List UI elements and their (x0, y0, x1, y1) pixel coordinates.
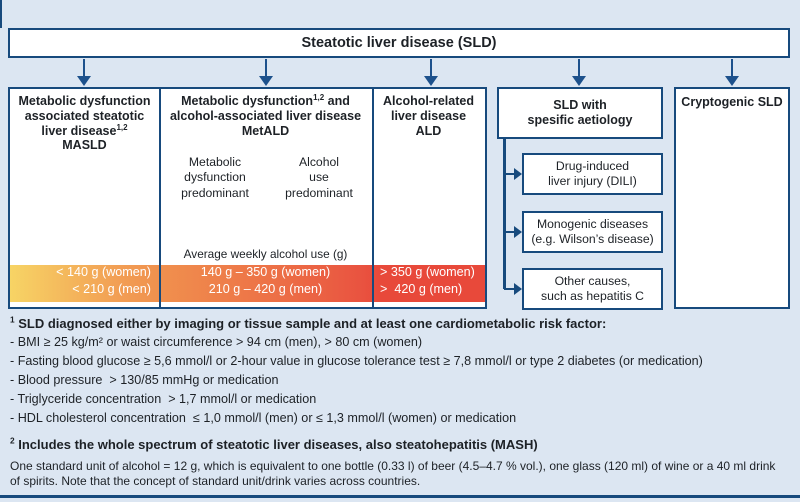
label-line: predominant (181, 185, 249, 200)
item-line: (e.g. Wilson’s disease) (531, 232, 654, 246)
metald-alcohol-range: 140 g – 350 g (women) 210 g – 420 g (men… (159, 264, 372, 299)
item-line: such as hepatitis C (541, 289, 644, 303)
item-line: liver injury (DILI) (548, 174, 637, 188)
footnote-text: Includes the whole spectrum of steatotic… (18, 437, 538, 452)
title-line: liver disease1,2 (10, 122, 159, 139)
column-divider (372, 89, 374, 307)
risk-factor-item: - HDL cholesterol concentration ≤ 1,0 mm… (10, 411, 517, 425)
connector-line (503, 139, 506, 289)
right-arrow-icon (504, 168, 522, 180)
title-line: associated steatotic (24, 108, 145, 123)
title-line: Metabolic dysfunction1,2 and (159, 92, 372, 109)
arrow-stem (504, 172, 515, 176)
alcohol-axis-label: Average weekly alcohol use (g) (183, 247, 348, 261)
metabolic-predominant-label: Metabolic dysfunction predominant (169, 155, 261, 201)
footnote-marker: 1 (10, 314, 15, 325)
masld-alcohol-range: < 140 g (women) < 210 g (men) (10, 264, 151, 299)
right-arrow-icon (504, 226, 522, 238)
arrow-stem (429, 59, 433, 77)
arrow-head (514, 226, 522, 238)
aetiology-box: SLD with spesific aetiology (497, 87, 663, 139)
title-line: Metabolic dysfunction (18, 94, 151, 108)
main-row: Metabolic dysfunction associated steatot… (8, 87, 487, 309)
arrow-stem (504, 287, 515, 291)
column-divider (159, 89, 161, 307)
label-line: use (309, 170, 329, 185)
arrow-head (514, 168, 522, 180)
masld-abbr: MASLD (62, 138, 107, 153)
alcohol-predominant-label: Alcohol use predominant (276, 155, 362, 201)
ald-abbr: ALD (415, 123, 442, 138)
arrow-stem (264, 59, 268, 77)
footnotes: 1 SLD diagnosed either by imaging or tis… (10, 316, 792, 488)
title-line: liver disease (390, 108, 467, 123)
risk-factor-item: - Fasting blood glucose ≥ 5,6 mmol/l or … (10, 354, 703, 368)
title-line: Alcohol-related (383, 94, 474, 108)
standard-unit-note: One standard unit of alcohol = 12 g, whi… (10, 459, 776, 488)
title-line: SLD with (553, 98, 607, 112)
arrow-stem (730, 59, 734, 77)
footnote-1: 1 SLD diagnosed either by imaging or tis… (10, 316, 792, 331)
arrow-stem (82, 59, 86, 77)
item-line: Monogenic diseases (536, 217, 649, 232)
bottom-rule (0, 495, 800, 498)
masld-title: Metabolic dysfunction associated steatot… (10, 94, 159, 153)
root-title: Steatotic liver disease (SLD) (301, 35, 497, 51)
footnote-2: 2 Includes the whole spectrum of steatot… (10, 437, 792, 452)
range-men: > 420 g (men) (380, 282, 463, 297)
footnote-marker: 2 (10, 435, 15, 446)
label-line: predominant (285, 185, 353, 200)
risk-factor-item: - Blood pressure > 130/85 mmHg or medica… (10, 373, 279, 387)
metald-title: Metabolic dysfunction1,2 and alcohol-ass… (159, 92, 372, 138)
arrow-head (424, 76, 438, 86)
title-text: and (324, 94, 350, 108)
arrow-head (572, 76, 586, 86)
range-women: 140 g – 350 g (women) (200, 264, 331, 279)
cryptogenic-title: Cryptogenic SLD (681, 95, 783, 109)
metald-subtypes: Metabolic dysfunction predominant Alcoho… (159, 155, 372, 201)
metald-abbr: MetALD (241, 123, 290, 138)
arrow-head (725, 76, 739, 86)
footnote-text: SLD diagnosed either by imaging or tissu… (18, 316, 607, 331)
ald-alcohol-range: > 350 g (women) > 420 g (men) (380, 264, 485, 299)
label-line: dysfunction (184, 170, 246, 185)
root-box: Steatotic liver disease (SLD) (8, 28, 790, 58)
risk-factor-list: - BMI ≥ 25 kg/m² or waist circumference … (10, 333, 792, 428)
footnote-marker: 1,2 (116, 122, 128, 132)
arrow-head (259, 76, 273, 86)
footnote-marker: 1,2 (313, 92, 325, 102)
down-arrow-icon (424, 59, 438, 86)
title-line: spesific aetiology (527, 113, 633, 127)
cryptogenic-box: Cryptogenic SLD (674, 87, 790, 309)
title-text: Metabolic dysfunction (181, 94, 314, 108)
label-line: Alcohol (299, 155, 339, 169)
range-men: < 210 g (men) (72, 282, 151, 297)
arrow-head (514, 283, 522, 295)
item-line: Drug-induced (555, 159, 630, 174)
alcohol-gradient-bar (10, 265, 485, 302)
right-arrow-icon (504, 283, 522, 295)
label-line: Metabolic (188, 155, 242, 169)
down-arrow-icon (725, 59, 739, 86)
arrow-stem (577, 59, 581, 77)
ald-title: Alcohol-related liver disease ALD (372, 94, 485, 138)
arrow-head (77, 76, 91, 86)
item-line: Other causes, (554, 274, 631, 289)
title-line: alcohol-associated liver disease (169, 108, 362, 123)
aetiology-item-dili: Drug-induced liver injury (DILI) (522, 153, 663, 195)
crop-artifact-line (0, 0, 2, 28)
aetiology-item-other: Other causes, such as hepatitis C (522, 268, 663, 310)
title-text: liver disease (41, 123, 117, 138)
range-women: > 350 g (women) (380, 264, 475, 279)
down-arrow-icon (77, 59, 91, 86)
down-arrow-icon (572, 59, 586, 86)
range-men: 210 g – 420 g (men) (208, 282, 323, 297)
down-arrow-icon (259, 59, 273, 86)
range-women: < 140 g (women) (56, 264, 151, 279)
risk-factor-item: - Triglyceride concentration > 1,7 mmol/… (10, 392, 317, 406)
risk-factor-item: - BMI ≥ 25 kg/m² or waist circumference … (10, 335, 423, 349)
arrow-stem (504, 230, 515, 234)
aetiology-item-monogenic: Monogenic diseases (e.g. Wilson’s diseas… (522, 211, 663, 253)
